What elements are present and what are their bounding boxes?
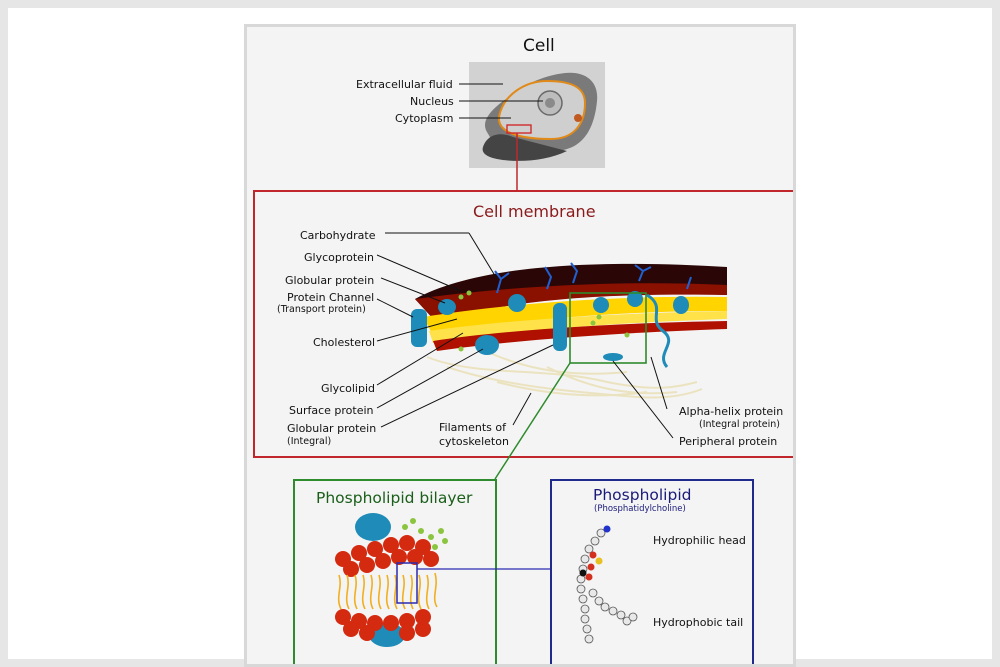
membrane-illustration <box>376 232 727 480</box>
label-glycoprotein: Glycoprotein <box>304 251 374 264</box>
cell-illustration <box>459 62 605 191</box>
phospholipid-panel <box>550 479 754 664</box>
label-filaments-line2: cytoskeleton <box>439 435 509 448</box>
label-transport-protein: (Transport protein) <box>277 304 366 315</box>
cell-membrane-panel <box>253 190 793 458</box>
label-integral: (Integral) <box>287 436 332 447</box>
membrane-title: Cell membrane <box>473 202 596 221</box>
label-cholesterol: Cholesterol <box>313 336 376 349</box>
label-alpha-helix-protein: Alpha-helix protein <box>679 405 784 418</box>
image-viewer: Cell Extracellular fluid Nucleus Cytopla… <box>8 8 992 667</box>
label-glycolipid: Glycolipid <box>321 382 376 395</box>
bilayer-title: Phospholipid bilayer <box>316 489 473 507</box>
label-carbohydrate: Carbohydrate <box>300 229 376 242</box>
label-extracellular-fluid: Extracellular fluid <box>356 78 453 91</box>
label-nucleus: Nucleus <box>410 95 454 108</box>
label-globular-protein-integral: Globular protein <box>287 422 377 435</box>
label-hydrophobic-tail: Hydrophobic tail <box>653 616 744 629</box>
label-integral-protein: (Integral protein) <box>699 419 780 430</box>
label-cytoplasm: Cytoplasm <box>395 112 454 125</box>
phospholipid-title: Phospholipid <box>593 486 692 504</box>
cell-membrane-diagram: Cell Extracellular fluid Nucleus Cytopla… <box>244 24 796 667</box>
phospholipid-bilayer-panel <box>293 479 497 664</box>
label-filaments-line1: Filaments of <box>439 421 506 434</box>
cell-title: Cell <box>523 36 555 56</box>
label-globular-protein: Globular protein <box>285 274 375 287</box>
label-protein-channel: Protein Channel <box>287 291 375 304</box>
phospholipid-illustration <box>576 525 638 644</box>
label-surface-protein: Surface protein <box>289 404 374 417</box>
label-peripheral-protein: Peripheral protein <box>679 435 778 448</box>
label-hydrophilic-head: Hydrophilic head <box>653 534 746 547</box>
bilayer-illustration <box>335 513 551 647</box>
phospholipid-subtitle: (Phosphatidylcholine) <box>594 504 686 514</box>
